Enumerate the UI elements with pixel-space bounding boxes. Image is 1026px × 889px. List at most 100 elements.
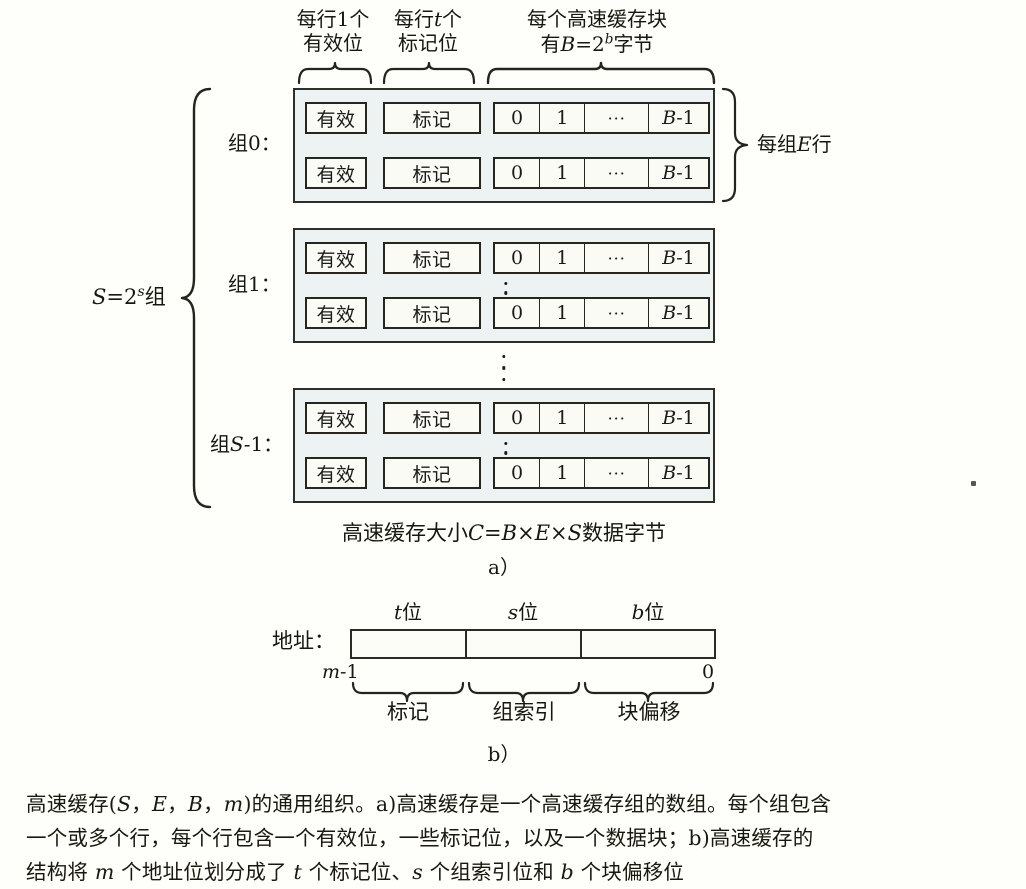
- top-label-valid-line1: 每行1个: [296, 7, 370, 31]
- caption-var-E: E: [151, 792, 168, 816]
- valid-label: 有效: [316, 463, 356, 486]
- data-byte-last: B-1: [649, 104, 708, 132]
- data-byte-1: 1: [540, 104, 586, 132]
- data-byte-1: 1: [540, 159, 586, 187]
- data-byte-last-suffix: -1: [676, 107, 695, 129]
- figure-caption-line-2: 一个或多个行，每个行包含一个有效位，一些标记位，以及一个数据块；b)高速缓存的: [26, 826, 814, 850]
- set-last-line-last-data-block: 0 1 ··· B-1: [493, 457, 710, 489]
- set-last-line-0-data-block: 0 1 ··· B-1: [493, 402, 710, 434]
- caption-var-m: m: [223, 792, 244, 816]
- data-byte-ellipsis: ···: [585, 404, 650, 432]
- address-segment-set-index: [467, 631, 582, 657]
- data-byte-last-var: B: [662, 407, 677, 429]
- set-0-line-0-data-block: 0 1 ··· B-1: [493, 102, 710, 134]
- address-brace-block-offset: [583, 681, 715, 703]
- valid-label: 有效: [316, 108, 356, 131]
- data-byte-last-var: B: [662, 462, 677, 484]
- data-byte-last-suffix: -1: [676, 302, 695, 324]
- top-brace-valid: [297, 61, 373, 85]
- address-segment-tag: [352, 631, 467, 657]
- caption-var-S: S: [117, 792, 132, 816]
- data-byte-last: B-1: [649, 299, 708, 327]
- set-index-bits-unit: 位: [518, 600, 539, 624]
- dot: [504, 291, 508, 295]
- set-0-line-1-tag-cell: 标记: [383, 157, 481, 189]
- lines-per-set-pre: 每组: [757, 132, 797, 156]
- tag-label: 标记: [412, 408, 452, 431]
- address-field-label-block-offset-bits: b位: [632, 600, 665, 625]
- caption-l3-b: 个地址位划分成了: [114, 860, 294, 884]
- data-byte-0: 0: [495, 404, 541, 432]
- caption-l3-a: 结构将: [26, 860, 95, 884]
- lines-per-set-post: 行: [811, 132, 832, 156]
- top-label-tag-bits: 每行t个 标记位: [394, 7, 462, 55]
- data-byte-ellipsis: ···: [585, 104, 650, 132]
- cache-size-var-C: C: [467, 521, 485, 545]
- cache-size-var-E: E: [534, 521, 551, 545]
- caption-sep: ，: [203, 792, 224, 816]
- panel-b-label: b）: [487, 742, 521, 766]
- data-byte-last: B-1: [649, 159, 708, 187]
- data-byte-last: B-1: [649, 244, 708, 272]
- caption-var-B: B: [187, 792, 204, 816]
- address-lsb-label: 0: [702, 661, 715, 683]
- data-byte-last-var: B: [662, 247, 677, 269]
- data-byte-0: 0: [495, 104, 541, 132]
- address-field-name-set-index: 组索引: [492, 700, 556, 724]
- valid-label: 有效: [316, 248, 356, 271]
- lines-per-set-var-E: E: [797, 132, 812, 156]
- top-label-valid-line2: 有效位: [302, 30, 363, 55]
- data-byte-0: 0: [495, 299, 541, 327]
- valid-label: 有效: [316, 408, 356, 431]
- data-byte-1: 1: [540, 404, 586, 432]
- address-brace-tag: [351, 681, 465, 703]
- data-byte-1: 1: [540, 459, 586, 487]
- set-label-last-var-S: S: [230, 432, 244, 456]
- set-0-line-1-data-block: 0 1 ··· B-1: [493, 157, 710, 189]
- caption-sep: ，: [167, 792, 188, 816]
- dot: [502, 377, 506, 381]
- dot: [504, 451, 508, 455]
- data-byte-last-suffix: -1: [676, 462, 695, 484]
- data-byte-0: 0: [495, 244, 541, 272]
- data-byte-last-var: B: [662, 302, 677, 324]
- tag-label: 标记: [412, 463, 452, 486]
- tag-label: 标记: [412, 108, 452, 131]
- block-size-var-B: B: [560, 32, 576, 57]
- right-brace-lines-per-set: [721, 87, 749, 203]
- data-byte-last-suffix: -1: [676, 247, 695, 269]
- data-byte-ellipsis: ···: [585, 459, 650, 487]
- data-byte-last-var: B: [662, 162, 677, 184]
- tag-label: 标记: [412, 163, 452, 186]
- set-last-line-last-valid-cell: 有效: [305, 457, 367, 489]
- data-byte-last-suffix: -1: [676, 162, 695, 184]
- set-label-1-text: 组1：: [228, 272, 281, 296]
- tag-bits-unit: 位: [402, 600, 423, 624]
- data-byte-last: B-1: [649, 404, 708, 432]
- top-brace-tag: [382, 61, 476, 85]
- set-0-line-1-valid-cell: 有效: [305, 157, 367, 189]
- set-1-line-last-tag-cell: 标记: [383, 297, 481, 329]
- data-byte-ellipsis: ···: [585, 244, 650, 272]
- tag-label: 标记: [412, 303, 452, 326]
- address-bit-bar: [350, 629, 716, 659]
- valid-label: 有效: [316, 163, 356, 186]
- tag-bits-var: t: [433, 7, 443, 31]
- data-byte-last: B-1: [649, 459, 708, 487]
- cache-set-0: 有效 标记 0 1 ··· B-1 有效 标记 0 1 ··· B-1: [293, 88, 715, 203]
- top-label-tag-line2: 标记位: [397, 30, 458, 55]
- tag-label: 标记: [412, 248, 452, 271]
- cache-size-pre: 高速缓存大小: [341, 521, 468, 545]
- data-byte-1: 1: [540, 244, 586, 272]
- data-byte-1: 1: [540, 299, 586, 327]
- cache-size-eq: =: [484, 521, 502, 545]
- top-label-block-line2: 有B=2b字节: [540, 31, 654, 57]
- valid-label: 有效: [316, 303, 356, 326]
- caption-l1-b: )的通用组织。a)高速缓存是一个高速缓存组的数组。每个组包含: [243, 792, 832, 816]
- set-label-last: 组S-1：: [210, 432, 283, 457]
- top-brace-block: [486, 61, 716, 85]
- figure-caption-line-1: 高速缓存(S，E，B，m)的通用组织。a)高速缓存是一个高速缓存组的数组。每个组…: [26, 787, 1006, 821]
- cache-size-var-S: S: [567, 521, 583, 545]
- tag-bits-var-t: t: [393, 600, 403, 624]
